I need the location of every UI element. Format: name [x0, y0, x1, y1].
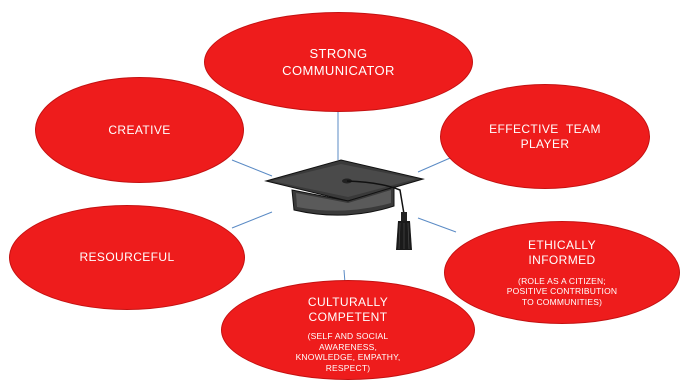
node-cultural-sub1: (SELF AND SOCIAL [307, 331, 389, 341]
node-cultural-line1: CULTURALLY [307, 295, 389, 309]
node-cultural-line2: COMPETENT [308, 310, 388, 324]
node-creative-label: CREATIVE [108, 122, 171, 137]
node-ethical-line2: INFORMED [528, 252, 596, 267]
node-ethical-sub2: POSITIVE CONTRIBUTION [506, 286, 618, 297]
node-ethical-sub3: TO COMMUNITIES) [521, 296, 603, 307]
node-ethical-line1: ETHICALLY [527, 237, 597, 252]
connector-ethical [417, 217, 457, 233]
node-ethically-informed: ETHICALLY INFORMED (ROLE AS A CITIZEN; P… [444, 221, 680, 324]
node-team-line2: PLAYER [520, 136, 570, 151]
node-strong-communicator-line2: COMMUNICATOR [282, 63, 395, 78]
node-cultural-sub2: AWARENESS, [318, 341, 378, 352]
node-effective-team-player: EFFECTIVE TEAM PLAYER [440, 84, 650, 189]
node-strong-communicator-line1: STRONG [309, 46, 368, 61]
connector-creative [231, 159, 273, 177]
connector-resourceful [231, 211, 273, 229]
node-cultural-detail: (SELF AND SOCIAL AWARENESS, KNOWLEDGE, E… [296, 331, 401, 373]
node-cultural-sub4: RESPECT) [325, 362, 371, 373]
node-cultural-sub3: KNOWLEDGE, EMPATHY, [295, 352, 401, 362]
node-culturally-competent: CULTURALLY COMPETENT (SELF AND SOCIAL AW… [221, 280, 475, 380]
node-strong-communicator: STRONG COMMUNICATOR [204, 12, 473, 112]
node-resourceful: RESOURCEFUL [9, 205, 245, 310]
node-ethical-detail: (ROLE AS A CITIZEN; POSITIVE CONTRIBUTIO… [507, 276, 617, 308]
node-creative: CREATIVE [35, 77, 244, 183]
node-team-line1: EFFECTIVE TEAM [489, 121, 601, 136]
node-ethical-sub1: (ROLE AS A CITIZEN; [518, 275, 606, 286]
node-resourceful-label: RESOURCEFUL [79, 250, 175, 264]
